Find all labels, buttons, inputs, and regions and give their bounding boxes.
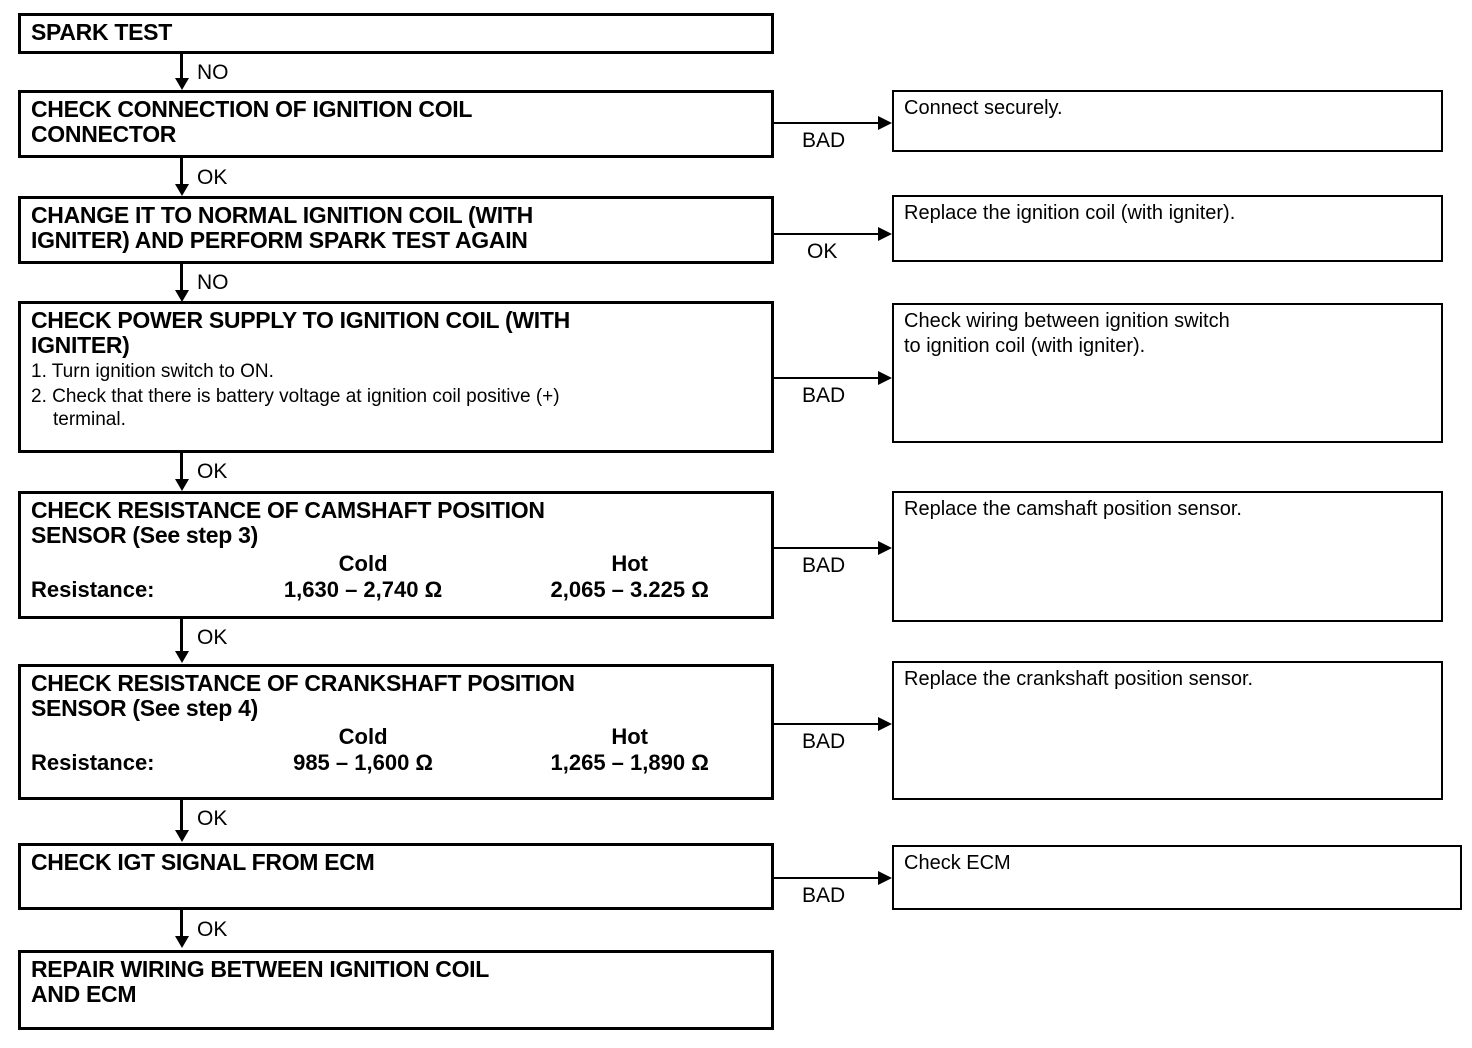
result-box-replace-ignition-coil[interactable]: Replace the ignition coil (with igniter)… — [892, 195, 1443, 262]
table-row: Resistance: 985 – 1,600 Ω 1,265 – 1,890 … — [31, 750, 763, 775]
table-cell-hot-value: 2,065 – 3.225 Ω — [550, 576, 709, 602]
result-box-replace-crankshaft-sensor[interactable]: Replace the crankshaft position sensor. — [892, 661, 1443, 800]
branch-label-crankshaft-bad: BAD — [802, 730, 846, 753]
step-title: CHECK IGT SIGNAL FROM ECM — [31, 849, 375, 875]
connector-line-change-to-power — [180, 264, 183, 292]
connector-arrowhead-igt-to-repair — [175, 936, 189, 948]
result-text: Connect securely. — [904, 97, 1063, 119]
connector-line-igt-to-repair — [180, 910, 183, 938]
edge-label-power-to-camshaft: OK — [197, 460, 228, 483]
result-box-check-wiring-switch-coil[interactable]: Check wiring between ignition switch to … — [892, 303, 1443, 443]
table-row-header: Cold Hot — [31, 551, 763, 576]
connector-arrowhead-change-to-power — [175, 290, 189, 302]
branch-arrowhead-change-ok — [878, 227, 892, 241]
branch-label-power-bad: BAD — [802, 384, 846, 407]
connector-arrowhead-crankshaft-to-igt — [175, 830, 189, 842]
table-header-spacer — [31, 551, 230, 576]
edge-label-camshaft-to-crankshaft: OK — [197, 626, 228, 649]
branch-line-igt-bad — [774, 877, 880, 879]
table-cell-cold-value: 985 – 1,600 Ω — [293, 749, 434, 775]
result-box-replace-camshaft-sensor[interactable]: Replace the camshaft position sensor. — [892, 491, 1443, 622]
table-row: Resistance: 1,630 – 2,740 Ω 2,065 – 3.22… — [31, 577, 763, 602]
edge-label-crankshaft-to-igt: OK — [197, 807, 228, 830]
table-header-hot: Hot — [611, 724, 649, 750]
connector-arrowhead-camshaft-to-crankshaft — [175, 651, 189, 663]
step-box-repair-wiring[interactable]: REPAIR WIRING BETWEEN IGNITION COIL AND … — [18, 950, 774, 1030]
result-box-check-ecm[interactable]: Check ECM — [892, 845, 1462, 910]
table-cell-cold-value: 1,630 – 2,740 Ω — [283, 576, 443, 602]
connector-arrowhead-spark-to-connection — [175, 78, 189, 90]
table-header-hot: Hot — [611, 551, 649, 577]
substep-list: 1. Turn ignition switch to ON. 2. Check … — [31, 361, 763, 431]
result-text: Check wiring between ignition switch to … — [904, 310, 1230, 357]
connector-line-crankshaft-to-igt — [180, 800, 183, 832]
branch-arrowhead-connection-bad — [878, 116, 892, 130]
branch-label-igt-bad: BAD — [802, 884, 846, 907]
step-box-check-igt-signal[interactable]: CHECK IGT SIGNAL FROM ECM — [18, 843, 774, 910]
branch-line-change-ok — [774, 233, 880, 235]
connector-line-connection-to-change — [180, 158, 183, 186]
branch-label-change-ok: OK — [807, 240, 838, 263]
table-header-spacer — [31, 724, 230, 749]
table-row-label: Resistance: — [31, 749, 155, 775]
substep-item: 2. Check that there is battery voltage a… — [31, 386, 560, 430]
connector-arrowhead-power-to-camshaft — [175, 479, 189, 491]
branch-line-connection-bad — [774, 122, 880, 124]
table-row-label: Resistance: — [31, 576, 155, 602]
branch-arrowhead-igt-bad — [878, 871, 892, 885]
table-cell-hot-value: 1,265 – 1,890 Ω — [550, 749, 709, 775]
result-text: Replace the ignition coil (with igniter)… — [904, 202, 1236, 224]
substep-item: 1. Turn ignition switch to ON. — [31, 361, 274, 383]
result-text: Replace the crankshaft position sensor. — [904, 668, 1254, 690]
step-title: CHECK RESISTANCE OF CAMSHAFT POSITION SE… — [31, 497, 545, 548]
step-title: CHECK POWER SUPPLY TO IGNITION COIL (WIT… — [31, 307, 570, 358]
connector-line-power-to-camshaft — [180, 453, 183, 481]
step-title: REPAIR WIRING BETWEEN IGNITION COIL AND … — [31, 956, 490, 1007]
step-title: CHECK CONNECTION OF IGNITION COIL CONNEC… — [31, 96, 473, 147]
edge-label-connection-to-change: OK — [197, 166, 228, 189]
table-header-cold: Cold — [338, 551, 388, 577]
connector-line-camshaft-to-crankshaft — [180, 619, 183, 653]
step-box-check-connection[interactable]: CHECK CONNECTION OF IGNITION COIL CONNEC… — [18, 90, 774, 158]
result-box-connect-securely[interactable]: Connect securely. — [892, 90, 1443, 152]
step-title: CHANGE IT TO NORMAL IGNITION COIL (WITH … — [31, 202, 533, 253]
edge-label-igt-to-repair: OK — [197, 918, 228, 941]
resistance-table: Cold Hot Resistance: 1,630 – 2,740 Ω 2,0… — [31, 551, 763, 602]
connector-line-spark-to-connection — [180, 54, 183, 80]
step-box-check-crankshaft-resistance[interactable]: CHECK RESISTANCE OF CRANKSHAFT POSITION … — [18, 664, 774, 800]
result-text: Check ECM — [904, 852, 1011, 874]
step-box-check-camshaft-resistance[interactable]: CHECK RESISTANCE OF CAMSHAFT POSITION SE… — [18, 491, 774, 619]
step-box-check-power-supply[interactable]: CHECK POWER SUPPLY TO IGNITION COIL (WIT… — [18, 301, 774, 453]
branch-line-power-bad — [774, 377, 880, 379]
result-text: Replace the camshaft position sensor. — [904, 498, 1242, 520]
branch-line-crankshaft-bad — [774, 723, 880, 725]
table-header-cold: Cold — [338, 724, 388, 750]
branch-label-connection-bad: BAD — [802, 129, 846, 152]
branch-line-camshaft-bad — [774, 547, 880, 549]
edge-label-change-to-power: NO — [197, 271, 229, 294]
branch-arrowhead-crankshaft-bad — [878, 717, 892, 731]
step-title: CHECK RESISTANCE OF CRANKSHAFT POSITION … — [31, 670, 575, 721]
edge-label-spark-to-connection: NO — [197, 61, 229, 84]
step-box-change-coil[interactable]: CHANGE IT TO NORMAL IGNITION COIL (WITH … — [18, 196, 774, 264]
resistance-table: Cold Hot Resistance: 985 – 1,600 Ω 1,265… — [31, 724, 763, 775]
branch-label-camshaft-bad: BAD — [802, 554, 846, 577]
connector-arrowhead-connection-to-change — [175, 184, 189, 196]
branch-arrowhead-camshaft-bad — [878, 541, 892, 555]
table-row-header: Cold Hot — [31, 724, 763, 749]
branch-arrowhead-power-bad — [878, 371, 892, 385]
step-box-spark-test[interactable]: SPARK TEST — [18, 13, 774, 54]
step-title: SPARK TEST — [31, 19, 172, 45]
